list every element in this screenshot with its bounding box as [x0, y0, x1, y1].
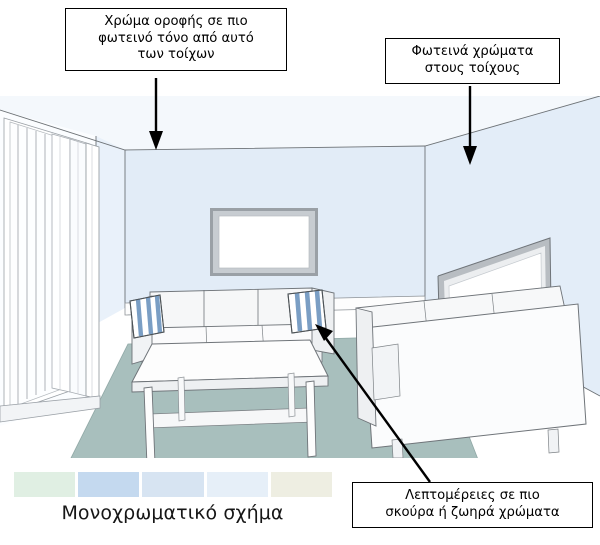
- callout-wall-colors: Φωτεινά χρώματα στους τοίχους: [385, 38, 560, 85]
- coffee-table: [131, 339, 329, 458]
- striped-pillow-right: [287, 289, 327, 334]
- color-palette-strip: [14, 472, 333, 497]
- side-sofa: [355, 285, 587, 458]
- window-blinds: [0, 117, 101, 423]
- swatch-medium-blue: [78, 472, 140, 497]
- swatch-cream: [270, 472, 333, 497]
- swatch-very-light-blue: [206, 472, 268, 497]
- curtain-panels: [51, 133, 100, 400]
- palette-caption: Μονοχρωματικό σχήμα: [61, 502, 284, 524]
- back-wall-left-return: [96, 136, 125, 324]
- callout-detail-colors: Λεπτομέρειες σε πιο σκούρα ή ζωηρά χρώμα…: [352, 482, 593, 529]
- living-room-illustration: [0, 96, 600, 458]
- callout-ceiling-color: Χρώμα οροφής σε πιο φωτεινό τόνο από αυτ…: [65, 8, 287, 71]
- striped-pillow-left: [129, 294, 165, 339]
- swatch-pale-green: [14, 472, 76, 497]
- back-wall-picture-frame: [210, 208, 318, 276]
- swatch-light-blue: [142, 472, 204, 497]
